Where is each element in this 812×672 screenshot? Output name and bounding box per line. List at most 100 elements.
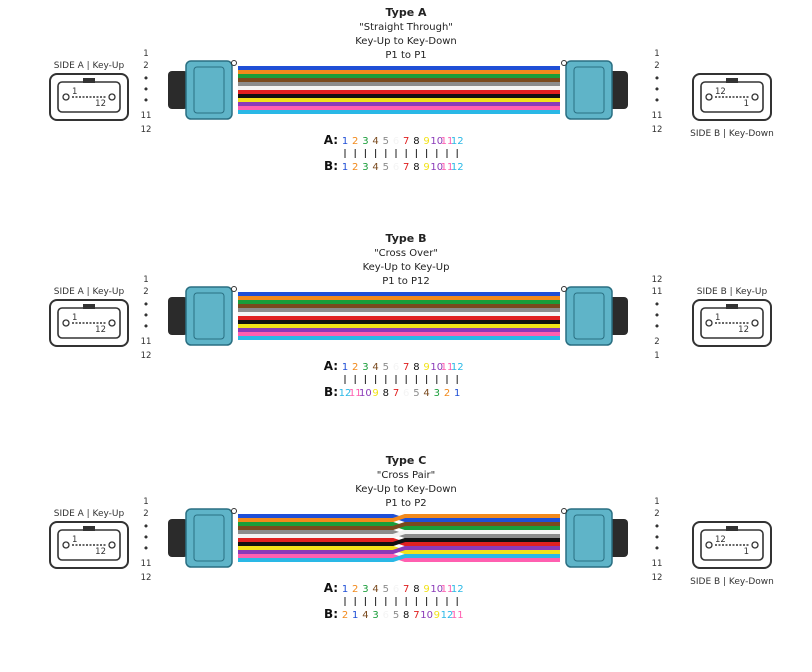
connector-left-boot [168, 71, 188, 109]
section-title: Type C [386, 454, 427, 467]
connector-right-boot [608, 297, 628, 335]
connector-left-housing-inner [193, 66, 225, 114]
side-a-connector-face-outer [49, 299, 129, 347]
mapping-b-3: 3 [434, 388, 440, 399]
right-pin-number: 2 [654, 337, 659, 347]
right-pin-number: • [654, 542, 661, 555]
fiber-4 [238, 78, 560, 82]
mapping-a-3: 3 [362, 136, 368, 147]
side-b-connector-face: 121 [692, 73, 772, 121]
mapping-a-2: 2 [352, 136, 358, 147]
mapping-a-10: 10 [430, 136, 443, 147]
mapping-a-1: 1 [342, 584, 348, 595]
fiber-11 [238, 332, 560, 336]
connector-left-housing-inner [193, 292, 225, 340]
side-a-connector-face-label-left: 1 [72, 313, 77, 323]
side-b-connector-face-pin-hole [751, 319, 759, 327]
mapping-a-11: 11 [441, 136, 454, 147]
mapping-a-6: 6 [393, 584, 399, 595]
left-pin-number: 11 [141, 559, 152, 569]
fiber-1 [238, 66, 560, 70]
section-pins: P1 to P12 [382, 276, 430, 287]
connector-left-housing [185, 60, 233, 120]
left-pin-number: • [143, 320, 150, 333]
section-quote: "Cross Pair" [377, 470, 435, 481]
connector-left-housing [185, 286, 233, 346]
side-a-label: SIDE A | Key-Up [54, 287, 125, 297]
mapping-b-9: 9 [372, 388, 378, 399]
mapping-a-6: 6 [393, 136, 399, 147]
left-pin-number: 1 [143, 275, 148, 285]
connector-right-housing [565, 60, 613, 120]
side-a-connector-face-key [83, 304, 95, 309]
fiber-8 [238, 320, 560, 324]
side-b-connector-face-pin-hole [705, 93, 713, 101]
mapping-a-3: 3 [362, 584, 368, 595]
mapping-b-label: B: [324, 159, 338, 173]
mapping-b-5: 5 [383, 162, 389, 173]
fiber-10 [238, 102, 560, 106]
connector-left-key-dot [231, 508, 237, 514]
mapping-a-7: 7 [403, 584, 409, 595]
side-a-connector-face-label-left: 1 [72, 535, 77, 545]
left-pin-number: 12 [141, 351, 152, 361]
mapping-b-8: 8 [413, 162, 419, 173]
mapping-b-4: 4 [423, 388, 429, 399]
connector-left-housing [185, 508, 233, 568]
fiber-12 [238, 110, 560, 114]
side-a-connector-face-outer [49, 521, 129, 569]
side-b-connector-face-label-right: 1 [744, 547, 749, 557]
mapping-b-2: 2 [352, 162, 358, 173]
side-b-connector-face-outer [692, 73, 772, 121]
side-b-connector-face-label-left: 12 [715, 535, 726, 545]
connector-right-housing-inner [573, 292, 605, 340]
mapping-a-12: 12 [451, 584, 464, 595]
fiber-4 [238, 522, 560, 530]
mapping-a-4: 4 [372, 584, 378, 595]
mapping-a-10: 10 [430, 362, 443, 373]
side-a-connector-face: 1 12 [49, 521, 129, 569]
section-keying: Key-Up to Key-Down [355, 484, 457, 495]
left-pin-number: • [143, 72, 150, 85]
mapping-b-5: 5 [393, 610, 399, 621]
left-pin-number: 1 [143, 497, 148, 507]
mapping-a-5: 5 [383, 362, 389, 373]
side-b-label: SIDE B | Key-Down [690, 577, 774, 587]
right-pin-number: • [654, 309, 661, 322]
left-pin-number: • [143, 309, 150, 322]
mapping-a-6: 6 [393, 362, 399, 373]
right-pin-number: 12 [652, 125, 663, 135]
mapping-b-label: B: [324, 385, 338, 399]
mapping-b-6: 6 [383, 610, 389, 621]
side-b-connector-face-pin-hole [705, 541, 713, 549]
right-pin-number: 11 [652, 287, 663, 297]
connector-right-housing-inner [573, 514, 605, 562]
connector-right-housing [565, 508, 613, 568]
fiber-6 [238, 86, 560, 90]
connector-right [561, 60, 628, 120]
left-pin-number: 2 [143, 509, 148, 519]
fiber-8 [238, 94, 560, 98]
mapping-a-12: 12 [451, 362, 464, 373]
fiber-12 [238, 336, 560, 340]
mapping-b-7: 7 [393, 388, 399, 399]
mapping-b-12: 12 [441, 610, 454, 621]
mapping-b-9: 9 [434, 610, 440, 621]
mapping-b-3: 3 [362, 162, 368, 173]
side-a-connector-face: 112 [49, 73, 129, 121]
side-a-connector-face-outer [49, 73, 129, 121]
side-b-connector-face-label-left: 1 [715, 313, 720, 323]
mapping-b-10: 10 [430, 162, 443, 173]
fiber-5 [238, 82, 560, 86]
left-pin-number: • [143, 298, 150, 311]
side-a-label: SIDE A | Key-Up [54, 509, 125, 519]
side-b-connector-face-key [726, 78, 738, 83]
side-a-connector-face-label-right: 12 [95, 325, 106, 335]
right-pin-number: • [654, 520, 661, 533]
mapping-a-9: 9 [423, 584, 429, 595]
mapping-a-12: 12 [451, 136, 464, 147]
mapping-a-3: 3 [362, 362, 368, 373]
side-a-connector-face-label-right: 12 [95, 547, 106, 557]
mapping-b-8: 8 [383, 388, 389, 399]
